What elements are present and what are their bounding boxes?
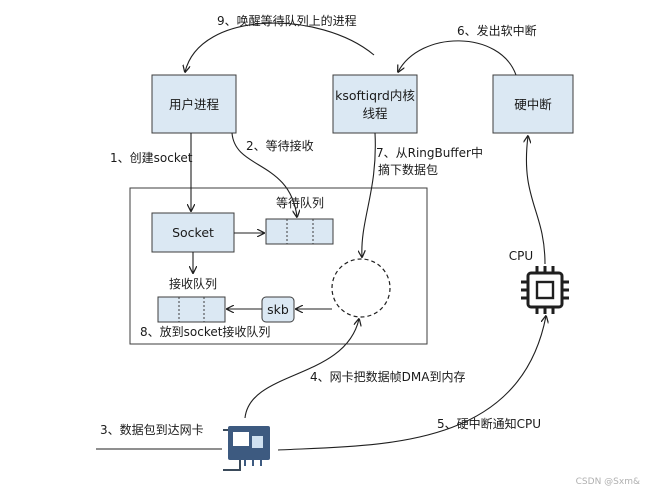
step-8-label: 8、放到socket接收队列 [140,324,270,339]
user-process-box: 用户进程 [151,74,237,134]
ksoftirqd-label-line2: 线程 [362,106,388,121]
step-7-label-line2: 摘下数据包 [378,162,438,177]
skb-label: skb [267,302,289,317]
step-9-label: 9、唤醒等待队列上的进程 [217,13,357,28]
wait-queue-label: 等待队列 [276,195,324,210]
skb-box: skb [261,296,295,323]
cpu-icon [521,266,569,314]
nic-icon [223,426,270,471]
recv-queue-label: 接收队列 [169,276,217,291]
ringbuffer-circle [331,258,391,318]
ksoftirqd-box: ksoftiqrd内核 线程 [332,74,418,134]
arrow-7-ringbuffer [362,132,376,257]
cpu-label: CPU [509,249,533,263]
arrow-5-hardirq [277,316,546,451]
arrow-6-softirq [398,40,517,76]
arrow-9-wake [185,22,375,72]
arrow-cpu-hardirq [526,136,546,265]
step-4-label: 4、网卡把数据帧DMA到内存 [310,369,465,384]
step-1-label: 1、创建socket [110,151,193,165]
kernel-container [129,187,428,345]
step-7-label-line1: 7、从RingBuffer中 [376,145,483,160]
step-3-label: 3、数据包到达网卡 [100,422,204,437]
step-2-label: 2、等待接收 [246,138,314,153]
arrow-2-wait [231,132,297,217]
arrow-4-dma [244,319,359,419]
step-6-label: 6、发出软中断 [457,23,537,38]
wait-queue [265,218,334,245]
recv-queue [157,296,226,323]
user-process-label: 用户进程 [169,97,220,112]
step-5-label: 5、硬中断通知CPU [437,416,541,431]
socket-box: Socket [151,212,235,253]
socket-label: Socket [172,225,214,240]
watermark: CSDN @Sxm& [576,477,640,487]
hardirq-box: 硬中断 [492,74,574,134]
hardirq-label: 硬中断 [514,97,552,112]
ksoftirqd-label-line1: ksoftiqrd内核 [335,88,415,103]
